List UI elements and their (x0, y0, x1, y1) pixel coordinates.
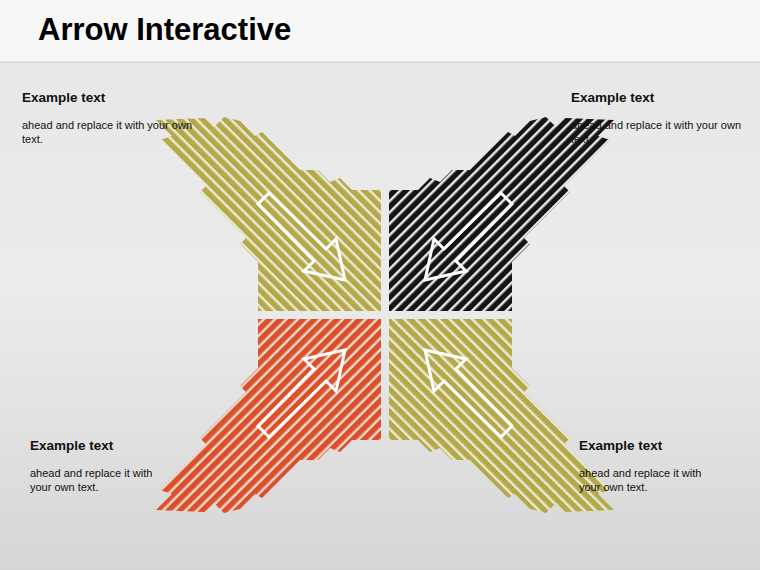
text-body: ahead and replace it with your own text. (30, 466, 170, 494)
arrow-quadrant (389, 117, 614, 311)
text-heading: Example text (22, 90, 192, 105)
title-rule (0, 62, 760, 63)
text-body: ahead and replace it with your own text. (22, 118, 192, 146)
text-heading: Example text (30, 438, 170, 453)
slide-title: Arrow Interactive (38, 12, 291, 48)
arrow-quadrant (156, 117, 381, 311)
text-heading: Example text (571, 90, 741, 105)
text-body: ahead and replace it with your own text. (579, 466, 719, 494)
text-body: ahead and replace it with your own text. (571, 118, 741, 146)
arrow-quadrant (156, 319, 381, 513)
text-heading: Example text (579, 438, 719, 453)
title-bar (0, 0, 760, 62)
